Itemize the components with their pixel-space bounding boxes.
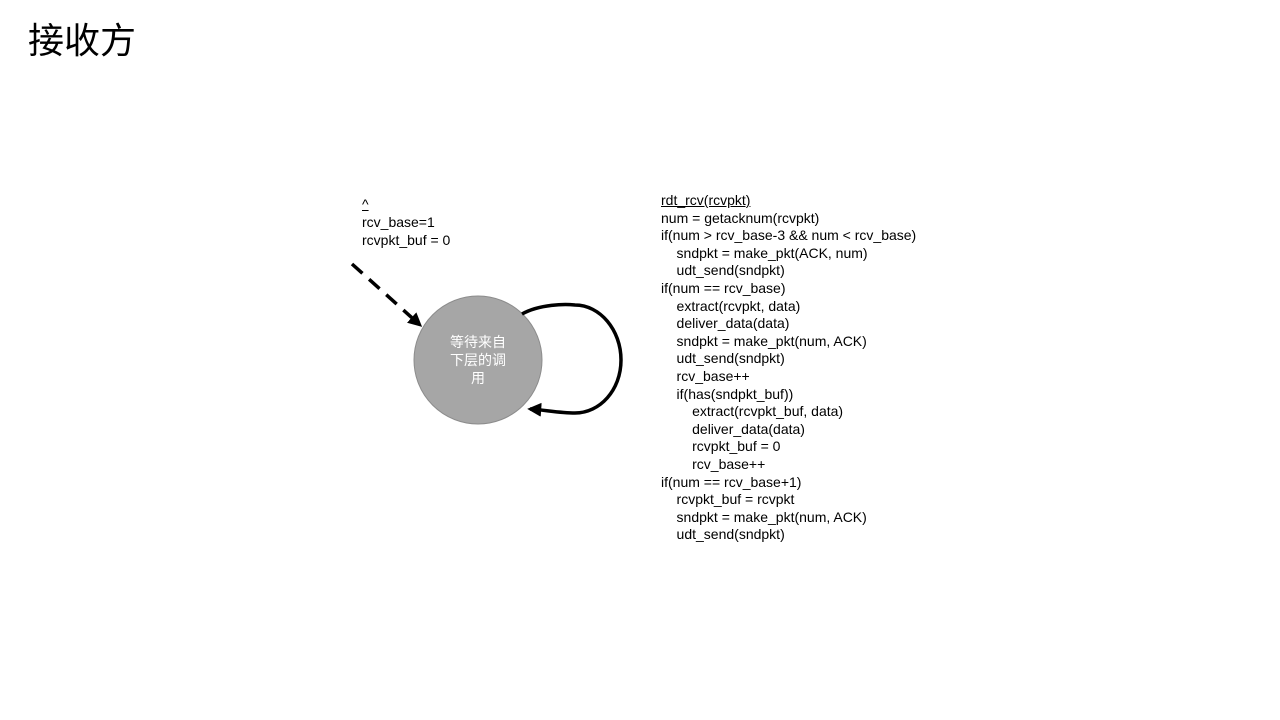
action-line: rcvpkt_buf = 0 xyxy=(661,438,781,455)
initial-transition-label: ^ rcv_base=1 rcvpkt_buf = 0 xyxy=(362,195,450,249)
action-line: num = getacknum(rcvpkt) xyxy=(661,209,820,226)
action-line: udt_send(sndpkt) xyxy=(661,526,785,543)
transition-event-label: rdt_rcv(rcvpkt) xyxy=(661,192,751,208)
initial-action-label: rcv_base=1 xyxy=(362,214,435,230)
transition-event-action-label: rdt_rcv(rcvpkt) num = getacknum(rcvpkt) … xyxy=(661,192,916,544)
action-line: deliver_data(data) xyxy=(661,315,790,332)
action-line: udt_send(sndpkt) xyxy=(661,262,785,279)
action-line: rcv_base++ xyxy=(661,367,750,384)
slide-title: 接收方 xyxy=(28,21,137,62)
initial-action-label: rcvpkt_buf = 0 xyxy=(362,232,451,248)
action-line: deliver_data(data) xyxy=(661,420,805,437)
state-label: 等待来自 下层的调 用 xyxy=(440,334,516,388)
action-line: rcv_base++ xyxy=(661,455,766,472)
self-loop-transition-arrow xyxy=(521,302,623,417)
action-line: sndpkt = make_pkt(num, ACK) xyxy=(661,508,867,525)
action-line: udt_send(sndpkt) xyxy=(661,350,785,367)
state-label-line: 用 xyxy=(471,371,485,387)
action-line: extract(rcvpkt_buf, data) xyxy=(661,403,844,420)
initial-event-label: ^ xyxy=(362,196,369,212)
action-line: if(num == rcv_base) xyxy=(661,279,786,296)
action-line: if(num == rcv_base+1) xyxy=(661,473,802,490)
action-line: rcvpkt_buf = rcvpkt xyxy=(661,491,795,508)
action-line: if(num > rcv_base-3 && num < rcv_base) xyxy=(661,227,917,244)
state-label-line: 下层的调 xyxy=(450,353,506,369)
initial-transition-arrow xyxy=(350,262,423,327)
action-line: extract(rcvpkt, data) xyxy=(661,297,801,314)
state-label-line: 等待来自 xyxy=(450,335,506,351)
state-circle xyxy=(413,295,543,425)
action-line: sndpkt = make_pkt(num, ACK) xyxy=(661,332,867,349)
action-line: if(has(sndpkt_buf)) xyxy=(661,385,794,402)
action-line: sndpkt = make_pkt(ACK, num) xyxy=(661,244,868,261)
